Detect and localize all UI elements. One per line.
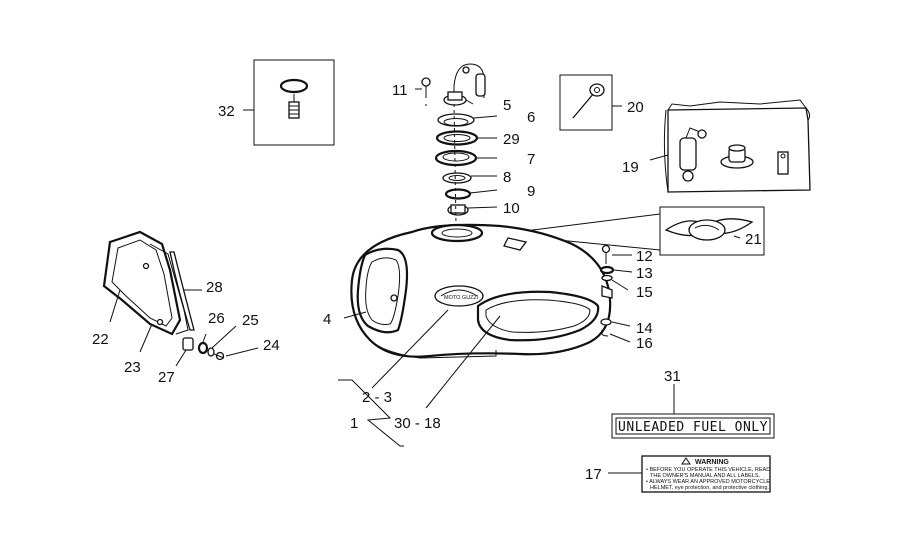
warning-title: WARNING [695,459,729,466]
warning-line-1: • BEFORE YOU OPERATE THIS VEHICLE, READ [646,467,770,473]
svg-text:MOTO GUZZI: MOTO GUZZI [444,295,479,301]
callout-6: 6 [527,109,535,126]
part-20-key [559,74,622,131]
warning-line-3: • ALWAYS WEAR AN APPROVED MOTORCYCLE [646,479,770,485]
callout-5: 5 [503,97,511,114]
callout-10: 10 [503,200,520,217]
callout-17: 17 [585,466,602,483]
callout-12: 12 [636,248,653,265]
part-32-gasket-screw [243,59,335,146]
callout-29: 29 [503,131,520,148]
callout-21: 21 [745,231,762,248]
callout-16: 16 [636,335,653,352]
cap-leader-lines [415,88,498,209]
callout-19: 19 [622,159,639,176]
side-cover-assembly [102,230,202,353]
fuel-tank: MOTO GUZZI [350,223,613,359]
callout-4: 4 [323,311,331,328]
filler-cap-assembly [421,63,486,226]
part-17-warning-label: WARNING • BEFORE YOU OPERATE THIS VEHICL… [608,455,771,493]
callout-20: 20 [627,99,644,116]
callout-13: 13 [636,265,653,282]
callout-2-3: 2 - 3 [362,389,392,406]
callout-27: 27 [158,369,175,386]
part-21-logo-badge [659,206,765,256]
side-cover-fasteners [175,325,259,367]
callout-32: 32 [218,103,235,120]
callout-25: 25 [242,312,259,329]
callout-7: 7 [527,151,535,168]
fuel-label-text: UNLEADED FUEL ONLY [618,420,768,435]
callout-26: 26 [208,310,225,327]
callout-1: 1 [350,415,358,432]
leader-21-upper [516,213,661,233]
callout-15: 15 [636,284,653,301]
callout-14: 14 [636,320,653,337]
callout-31: 31 [664,368,681,385]
part-31-fuel-label [611,384,775,439]
callout-9: 9 [527,183,535,200]
callout-8: 8 [503,169,511,186]
callout-23: 23 [124,359,141,376]
rear-mount-hardware [599,244,633,343]
warning-line-4: HELMET, eye protection, and protective c… [650,485,769,491]
callout-11: 11 [392,82,408,99]
callout-22: 22 [92,331,109,348]
callout-30-18: 30 - 18 [394,415,441,432]
callout-28: 28 [206,279,223,296]
callout-24: 24 [263,337,280,354]
part-19-kit-bag [649,99,811,193]
warning-line-2: THE OWNER'S MANUAL AND ALL LABELS. [650,473,761,479]
tank-leader-lines [338,309,501,447]
